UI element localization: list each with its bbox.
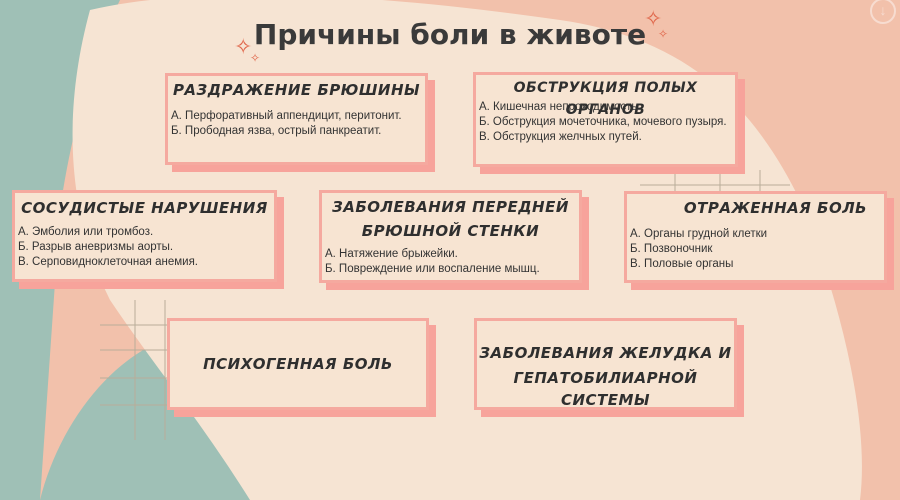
sparkle-icon: ✧	[250, 51, 261, 65]
card-stomach: ЗАБОЛЕВАНИЯ ЖЕЛУДКА И ГЕПАТОБИЛИАРНОЙ СИ…	[474, 318, 744, 417]
card-obstruction: ОБСТРУКЦИЯ ПОЛЫХ ОРГАНОВ А. Кишечная неп…	[473, 72, 745, 174]
list-item: В. Половые органы	[630, 258, 734, 270]
list-item: А. Кишечная непроходимость.	[479, 101, 641, 113]
download-icon[interactable]: ↓	[870, 0, 896, 24]
card-title: ГЕПАТОБИЛИАРНОЙ СИСТЕМЫ	[513, 369, 698, 409]
card-title: ПСИХОГЕННАЯ БОЛЬ	[203, 355, 393, 373]
card-list: А. Перфоративный аппендицит, перитонит. …	[171, 109, 422, 139]
list-item: В. Обструкция желчных путей.	[479, 131, 642, 143]
sparkle-icon: ✧	[644, 6, 663, 31]
list-item: Б. Повреждение или воспаление мышц.	[325, 263, 540, 275]
card-title: БРЮШНОЙ СТЕНКИ	[361, 222, 540, 240]
card-abdominal-wall: ЗАБОЛЕВАНИЯ ПЕРЕДНЕЙ БРЮШНОЙ СТЕНКИ А. Н…	[319, 190, 589, 290]
list-item: А. Перфоративный аппендицит, перитонит.	[171, 110, 402, 122]
card-title: ОБСТРУКЦИЯ ПОЛЫХ ОРГАНОВ	[513, 80, 698, 118]
card-list: А. Кишечная непроходимость. Б. Обструкци…	[479, 100, 732, 145]
card-list: А. Органы грудной клетки Б. Позвоночник …	[630, 227, 881, 272]
card-vascular: СОСУДИСТЫЕ НАРУШЕНИЯ А. Эмболия или тром…	[12, 190, 284, 289]
card-referred: ОТРАЖЕННАЯ БОЛЬ А. Органы грудной клетки…	[624, 191, 894, 290]
card-list: А. Эмболия или тромбоз. Б. Разрыв аневри…	[18, 225, 271, 270]
list-item: Б. Прободная язва, острый панкреатит.	[171, 125, 382, 137]
sparkle-icon: ✧	[234, 34, 253, 59]
list-item: В. Серповидноклеточная анемия.	[18, 256, 198, 268]
card-title: РАЗДРАЖЕНИЕ БРЮШИНЫ	[172, 81, 421, 99]
list-item: Б. Обструкция мочеточника, мочевого пузы…	[479, 116, 727, 128]
card-title: ЗАБОЛЕВАНИЯ ЖЕЛУДКА И	[479, 344, 732, 362]
card-peritoneum: РАЗДРАЖЕНИЕ БРЮШИНЫ А. Перфоративный апп…	[165, 73, 435, 172]
card-psychogenic: ПСИХОГЕННАЯ БОЛЬ	[167, 318, 436, 417]
sparkle-icon: ✧	[658, 27, 669, 41]
page-title: Причины боли в животе	[253, 18, 647, 51]
list-item: А. Натяжение брыжейки.	[325, 248, 458, 260]
list-item: Б. Разрыв аневризмы аорты.	[18, 241, 174, 253]
list-item: А. Органы грудной клетки	[630, 228, 768, 240]
card-title: ОТРАЖЕННАЯ БОЛЬ	[683, 199, 868, 217]
list-item: Б. Позвоночник	[630, 243, 713, 255]
card-list: А. Натяжение брыжейки. Б. Повреждение ил…	[325, 247, 576, 277]
card-title: СОСУДИСТЫЕ НАРУШЕНИЯ	[21, 199, 268, 217]
list-item: А. Эмболия или тромбоз.	[18, 226, 154, 238]
card-title: ЗАБОЛЕВАНИЯ ПЕРЕДНЕЙ	[332, 198, 569, 216]
